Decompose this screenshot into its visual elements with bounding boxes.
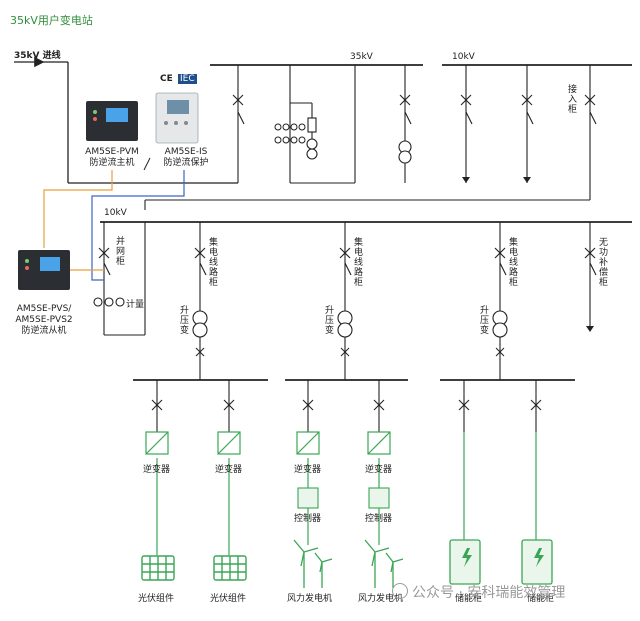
wind-gen-label-2: 风力发电机 — [358, 594, 404, 604]
bus-10kv-top-label: 10kV — [452, 52, 475, 62]
incoming-label: 35kV 进线 — [14, 51, 61, 61]
controller-label-2: 控制器 — [365, 514, 393, 524]
step-up-label-3: 升压变 — [478, 305, 488, 335]
wechat-icon — [392, 583, 408, 599]
inverter-label-2: 逆变器 — [215, 465, 243, 475]
ct-symbols — [274, 123, 306, 144]
wind-gen-label-1: 风力发电机 — [287, 594, 333, 604]
storage-cabinets — [449, 539, 553, 585]
green-links — [156, 432, 537, 555]
incoming-cabinet-label: 接入柜 — [566, 84, 576, 114]
ce-mark: CE — [160, 74, 173, 84]
controller-label-1: 控制器 — [294, 514, 322, 524]
page-title: 35kV用户变电站 — [10, 14, 93, 27]
incoming-feeder — [14, 56, 238, 184]
comm-lines — [43, 170, 185, 281]
storage-label-2: 储能柜 — [527, 594, 555, 604]
pvs-device — [18, 250, 70, 290]
step-up-label-1: 升压变 — [178, 305, 188, 335]
switches-35kv — [232, 94, 412, 164]
inverter-label-3: 逆变器 — [294, 465, 322, 475]
step-up-label-2: 升压变 — [323, 305, 333, 335]
collector-line-label-3: 集电线路柜 — [507, 237, 517, 287]
watermark: 公众号 · 安科瑞能效管理 — [392, 582, 565, 602]
metering-label: 计量 — [126, 300, 145, 310]
reactive-comp-label: 无功补偿柜 — [597, 237, 607, 287]
collector-line-label-2: 集电线路柜 — [352, 237, 362, 287]
pv-panels — [141, 555, 247, 581]
collector-line-label-1: 集电线路柜 — [207, 237, 217, 287]
grid-cabinet-label: 并网柜 — [114, 236, 124, 266]
feeders-10kv — [103, 222, 591, 380]
inverter-boxes — [145, 431, 391, 455]
pv-module-label-2: 光伏组件 — [210, 594, 247, 604]
wind-turbines — [293, 539, 404, 588]
bus-35kv-label: 35kV — [350, 52, 373, 62]
pv-module-label-1: 光伏组件 — [138, 594, 175, 604]
pvm-device — [86, 101, 138, 141]
inverter-label-4: 逆变器 — [365, 465, 393, 475]
iec-mark: IEC — [178, 74, 197, 84]
switches-10kv — [93, 247, 597, 338]
feeders-35kv — [237, 65, 406, 184]
inverter-label-1: 逆变器 — [143, 465, 171, 475]
storage-label-1: 储能柜 — [455, 594, 483, 604]
bus-10kv-mid-label: 10kV — [104, 208, 127, 218]
is-device — [155, 92, 199, 144]
controller-boxes — [297, 487, 390, 509]
